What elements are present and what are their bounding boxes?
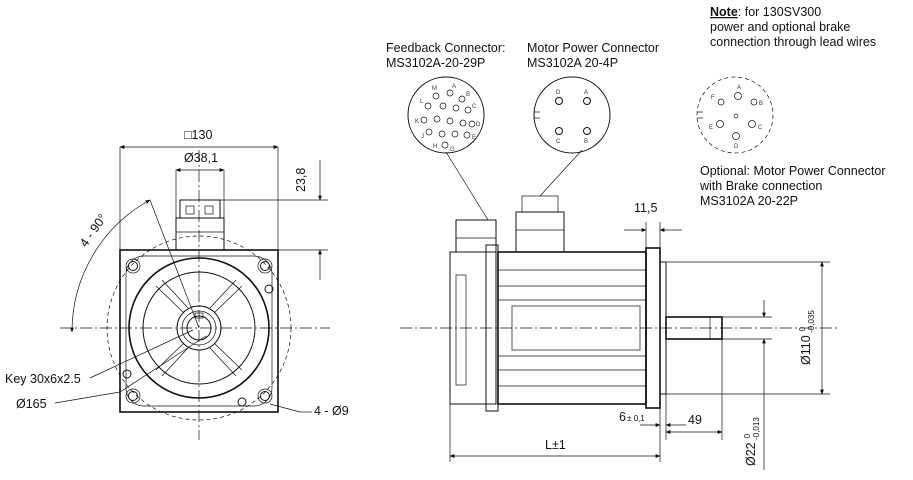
optional-line1: Optional: Motor Power Connector bbox=[700, 164, 886, 178]
svg-text:A: A bbox=[737, 85, 741, 91]
power-title: Motor Power Connector bbox=[527, 41, 659, 55]
svg-text:G: G bbox=[450, 147, 455, 153]
dim-pilot-depth: 6± 0,1 bbox=[619, 410, 645, 424]
dim-flange-thickness: 11,5 bbox=[634, 201, 657, 215]
dim-body-length: L±1 bbox=[545, 438, 566, 452]
svg-text:F: F bbox=[711, 95, 715, 101]
svg-text:D: D bbox=[556, 90, 561, 96]
optional-part: MS3102A 20-22P bbox=[700, 194, 798, 208]
dim-shaft-length: 49 bbox=[688, 413, 702, 427]
brake-connector-detail: Note: for 130SV300 power and optional br… bbox=[696, 5, 886, 208]
svg-text:B: B bbox=[584, 139, 588, 145]
svg-text:A: A bbox=[452, 84, 456, 90]
svg-text:A: A bbox=[584, 90, 588, 96]
brake-pins bbox=[716, 92, 758, 140]
side-feedback-connector bbox=[455, 219, 497, 253]
note-line3: connection through lead wires bbox=[710, 35, 876, 49]
svg-text:C: C bbox=[472, 104, 477, 110]
side-power-connector bbox=[515, 211, 565, 253]
power-connector-detail: Motor Power Connector MS3102A 20-4P D A C… bbox=[527, 41, 659, 154]
svg-text:C: C bbox=[556, 139, 561, 145]
feedback-part: MS3102A-20-29P bbox=[386, 56, 485, 70]
power-part: MS3102A 20-4P bbox=[527, 56, 618, 70]
dim-key: Key 30x6x2.5 bbox=[5, 372, 81, 386]
svg-text:D: D bbox=[734, 144, 739, 150]
feedback-pins bbox=[420, 89, 476, 149]
dim-connector-width: Ø38,1 bbox=[184, 151, 218, 165]
svg-text:K: K bbox=[415, 119, 419, 125]
svg-text:J: J bbox=[421, 134, 424, 140]
dim-flange-square: □130 bbox=[184, 128, 212, 142]
svg-text:C: C bbox=[758, 125, 763, 131]
feedback-connector-detail: Feedback Connector: MS3102A-20-29P M A B L… bbox=[386, 41, 506, 154]
optional-line2: with Brake connection bbox=[699, 179, 822, 193]
dim-pcd: Ø165 bbox=[16, 397, 47, 411]
front-view: □130 Ø38,1 23,8 4 - 90° Key 30x6x2.5 Ø16… bbox=[5, 128, 349, 440]
dim-connector-height: 23,8 bbox=[294, 168, 308, 192]
svg-text:L: L bbox=[420, 99, 424, 105]
dim-pilot-dia: Ø1100-0,035 bbox=[798, 310, 816, 365]
front-connector-body bbox=[175, 217, 225, 251]
side-view: 11,5 Ø1100-0,035 Ø220-0,013 6± 0,1 49 L±… bbox=[400, 149, 840, 470]
feedback-title: Feedback Connector: bbox=[386, 41, 506, 55]
power-pins bbox=[555, 97, 591, 135]
note-line2: power and optional brake bbox=[710, 20, 850, 34]
svg-text:E: E bbox=[709, 125, 713, 131]
svg-text:E: E bbox=[472, 135, 476, 141]
note-line1: Note: for 130SV300 bbox=[710, 5, 821, 19]
side-shaft bbox=[665, 316, 723, 340]
svg-text:D: D bbox=[476, 122, 481, 128]
svg-text:B: B bbox=[466, 92, 470, 98]
dim-shaft-dia: Ø220-0,013 bbox=[743, 417, 761, 466]
dim-bolt-angle: 4 - 90° bbox=[77, 211, 110, 249]
svg-text:M: M bbox=[432, 86, 437, 92]
dim-holes: 4 - Ø9 bbox=[314, 404, 349, 418]
svg-text:H: H bbox=[433, 144, 437, 150]
svg-text:B: B bbox=[759, 101, 763, 107]
